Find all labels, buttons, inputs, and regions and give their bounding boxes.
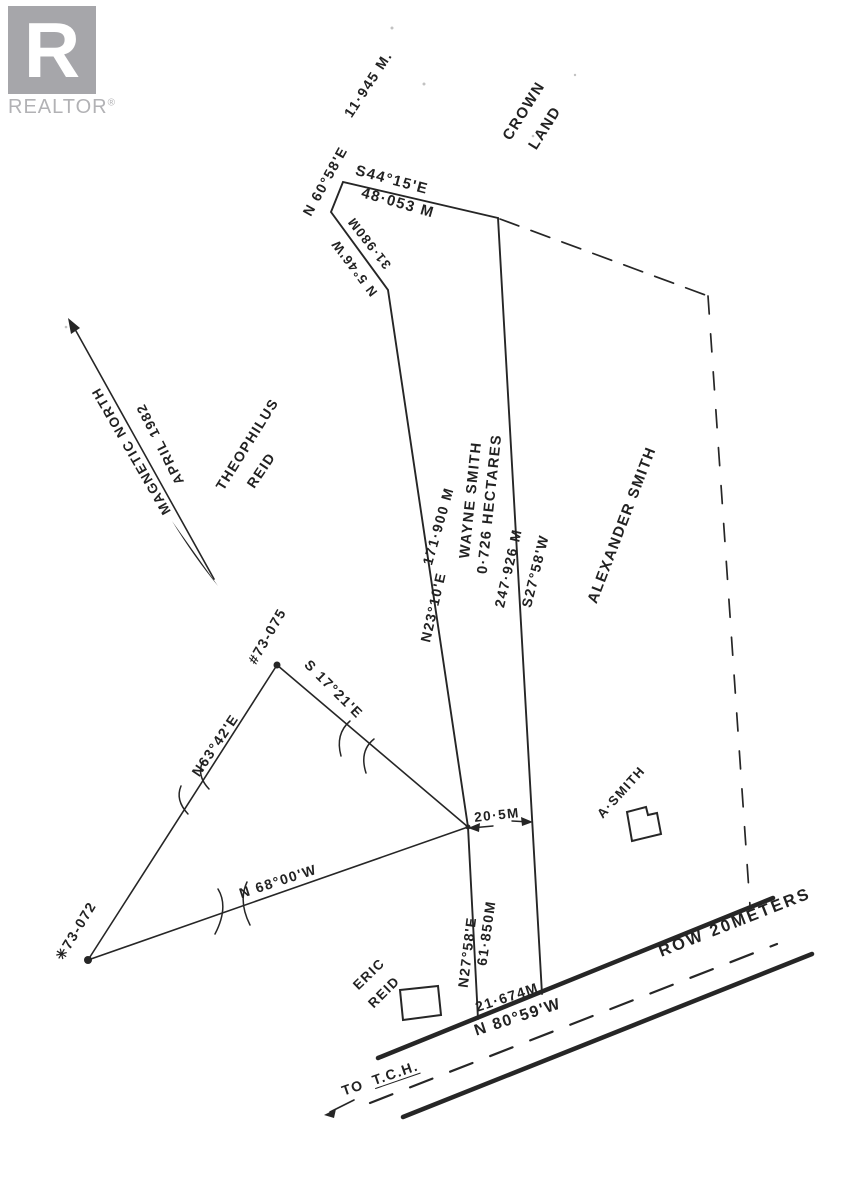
realtor-logo-wordmark: REALTOR® — [8, 96, 128, 119]
marker-73-075-dot — [273, 661, 281, 669]
north-arrow-shaft — [70, 321, 215, 580]
to-tch-arrowhead — [324, 1109, 336, 1118]
marker-73-072-dot — [84, 956, 92, 964]
scan-speck — [64, 325, 68, 329]
north-arrow-tail-blade — [172, 521, 218, 586]
break-mark — [214, 888, 224, 935]
realtor-logo: R REALTOR® — [8, 6, 128, 119]
break-mark — [363, 738, 375, 774]
north-arrowhead — [68, 318, 80, 334]
dashed-boundary-north — [499, 218, 709, 297]
break-mark — [178, 785, 189, 815]
tie-line-s17-21e — [276, 664, 469, 828]
junction-point-dot — [465, 824, 471, 830]
break-mark — [199, 760, 210, 790]
scan-speck — [422, 82, 426, 86]
building-a-smith — [625, 805, 663, 843]
road-upper-edge — [375, 895, 776, 1061]
break-mark — [338, 720, 351, 757]
break-mark — [242, 881, 251, 926]
registered-mark: ® — [107, 97, 116, 109]
road-lower-edge — [400, 951, 815, 1120]
tie-line-n68-00w — [87, 826, 469, 961]
scan-speck — [531, 134, 535, 138]
scan-speck — [390, 26, 394, 30]
realtor-brand-text: REALTOR — [8, 96, 108, 118]
building-eric-reid — [398, 984, 443, 1022]
realtor-logo-letter: R — [23, 6, 81, 94]
realtor-logo-box: R — [8, 6, 96, 94]
parcel-east-boundary-line — [497, 217, 543, 995]
dim-20-5-left-arrowhead — [468, 823, 480, 832]
dim-20-5-right-arrowhead — [521, 817, 533, 826]
parcel-west-north-boundary-line — [329, 180, 499, 1020]
to-tch-arrow-shaft — [329, 1099, 355, 1113]
scan-speck — [573, 73, 577, 77]
dashed-boundary-east — [707, 295, 751, 907]
tie-line-n63-42e — [87, 664, 278, 961]
road-centerline — [368, 942, 779, 1105]
